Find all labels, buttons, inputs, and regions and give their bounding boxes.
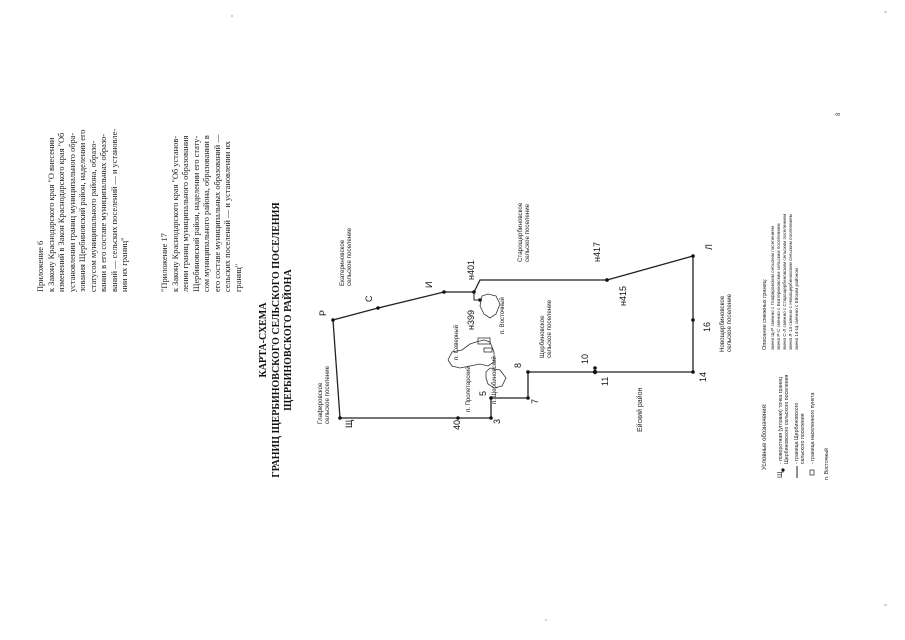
locality-severny-outline	[447, 339, 495, 369]
label-11: 11	[600, 377, 610, 386]
locality-block	[477, 337, 491, 345]
vertex-16	[691, 318, 695, 322]
vertex-14	[691, 370, 695, 374]
label-n401: н401	[466, 260, 476, 280]
legend: Условные обозначения: Щ - поворотная (уг…	[762, 375, 830, 480]
vertex-5	[489, 396, 493, 400]
area-glafirovskoe-line2: сельское поселение	[324, 365, 331, 424]
label-r: Р	[318, 310, 328, 316]
vertex-shch	[338, 416, 342, 420]
adjacency-line: звено Р-С смежно с Екатериновским сельск…	[776, 223, 781, 350]
locality-shcherbinovsky-outline	[485, 367, 507, 389]
area-eysk: Ейский район	[636, 388, 644, 432]
legend-item-locality: - граница населенного пункта	[810, 393, 816, 464]
area-starosherbinovskoe: Старощербиновское сельское поселение	[517, 202, 531, 262]
legend-locality-example: п. Восточный	[823, 448, 830, 480]
legend-item-vertex-cont: Щербиновского сельского поселения	[784, 375, 790, 464]
area-novoshcherbinovskoe: Новощербиновское сельское поселение	[719, 293, 733, 352]
vertex-3	[489, 416, 493, 420]
vertex-r	[331, 318, 335, 322]
vertex-40	[456, 416, 460, 420]
locality-label-proletarsky: п. Пролетарский	[465, 366, 472, 412]
label-14: 14	[698, 372, 708, 382]
vertex-s	[376, 306, 380, 310]
label-8: 8	[513, 363, 523, 368]
adjacency-line: звено С-Л смежно с Старощербиновским сел…	[782, 214, 787, 350]
area-starosherbinovskoe-line1: Старощербиновское	[517, 202, 524, 262]
area-shcherbinovskoe-line1: Щербиновское	[539, 315, 546, 358]
area-ekaterinovskoe: Екатериновское сельское поселение	[339, 227, 353, 286]
locality-vostochny-outline	[479, 293, 501, 319]
label-i: И	[424, 282, 434, 288]
vertex-n415	[605, 278, 609, 282]
vertex-i	[442, 290, 446, 294]
legend-item-vertex: - поворотная (угловая) точка границ	[778, 377, 784, 464]
adjacency-title: Описание смежных границ:	[762, 278, 768, 350]
label-3: 3	[492, 419, 502, 424]
legend-item-boundary: - граница Щербиновского	[794, 403, 800, 464]
vertex-11	[592, 369, 598, 375]
vertex-labels: Щ Р С И н401 н399 н417 н415 Л 16 14 11 1…	[318, 242, 714, 430]
area-ekaterinovskoe-line1: Екатериновское	[339, 239, 346, 286]
label-shch: Щ	[344, 419, 354, 428]
adjacency-line: звено Л-14 смежно с Новощербиновским сел…	[788, 214, 793, 350]
boundary-vertices	[331, 254, 695, 420]
label-40: 40	[452, 420, 462, 430]
area-shcherbinovskoe-line2: сельское поселение	[546, 299, 553, 358]
label-5: 5	[478, 391, 488, 396]
label-l: Л	[704, 244, 714, 250]
locality-outlines	[447, 293, 507, 389]
label-n417: н417	[592, 242, 602, 262]
locality-label-severny: п. Северный	[453, 325, 460, 360]
vertex-8	[526, 370, 530, 374]
area-glafirovskoe: Глафировское сельское поселение	[317, 365, 331, 424]
area-novoshcherbinovskoe-line2: сельское поселение	[726, 293, 733, 352]
vertex-l	[691, 254, 695, 258]
vertex-7	[526, 396, 530, 400]
area-starosherbinovskoe-line2: сельское поселение	[524, 203, 531, 262]
area-glafirovskoe-line1: Глафировское	[317, 382, 324, 424]
locality-label-shcherbinovsky: п. Щербиновский	[491, 356, 498, 404]
vertex-10	[593, 366, 597, 370]
area-labels: Глафировское сельское поселение Екатерин…	[317, 202, 733, 432]
label-10: 10	[580, 354, 590, 364]
label-7: 7	[530, 399, 540, 404]
adjacency-line: звено Щ-Р смежно с Глафировским сельским…	[770, 226, 775, 350]
vertex-n401	[472, 290, 476, 294]
legend-vertex-dot	[781, 468, 785, 472]
locality-labels: п. Северный п. Восточный п. Пролетарский…	[453, 297, 506, 412]
label-s: С	[364, 295, 374, 302]
adjacency-line: звено 14-Щ смежно с Ейским районом	[793, 268, 799, 350]
label-16: 16	[702, 322, 712, 332]
locality-label-vostochny: п. Восточный	[499, 297, 506, 334]
area-shcherbinovskoe: Щербиновское сельское поселение	[539, 299, 553, 358]
adjacency-description: Описание смежных границ: звено Щ-Р смежн…	[762, 214, 799, 350]
boundary-spur	[473, 292, 480, 301]
legend-item-boundary-cont: сельского поселения	[800, 413, 806, 464]
legend-symbol-vertex: Щ	[777, 471, 784, 478]
area-ekaterinovskoe-line2: сельское поселение	[346, 227, 353, 286]
page-number: 8	[836, 112, 842, 116]
locality-block	[483, 347, 493, 353]
label-n415: н415	[618, 286, 628, 306]
area-novoshcherbinovskoe-line1: Новощербиновское	[719, 295, 726, 352]
label-n399: н399	[466, 310, 476, 330]
legend-locality-symbol	[809, 469, 815, 476]
legend-title: Условные обозначения:	[762, 403, 768, 470]
